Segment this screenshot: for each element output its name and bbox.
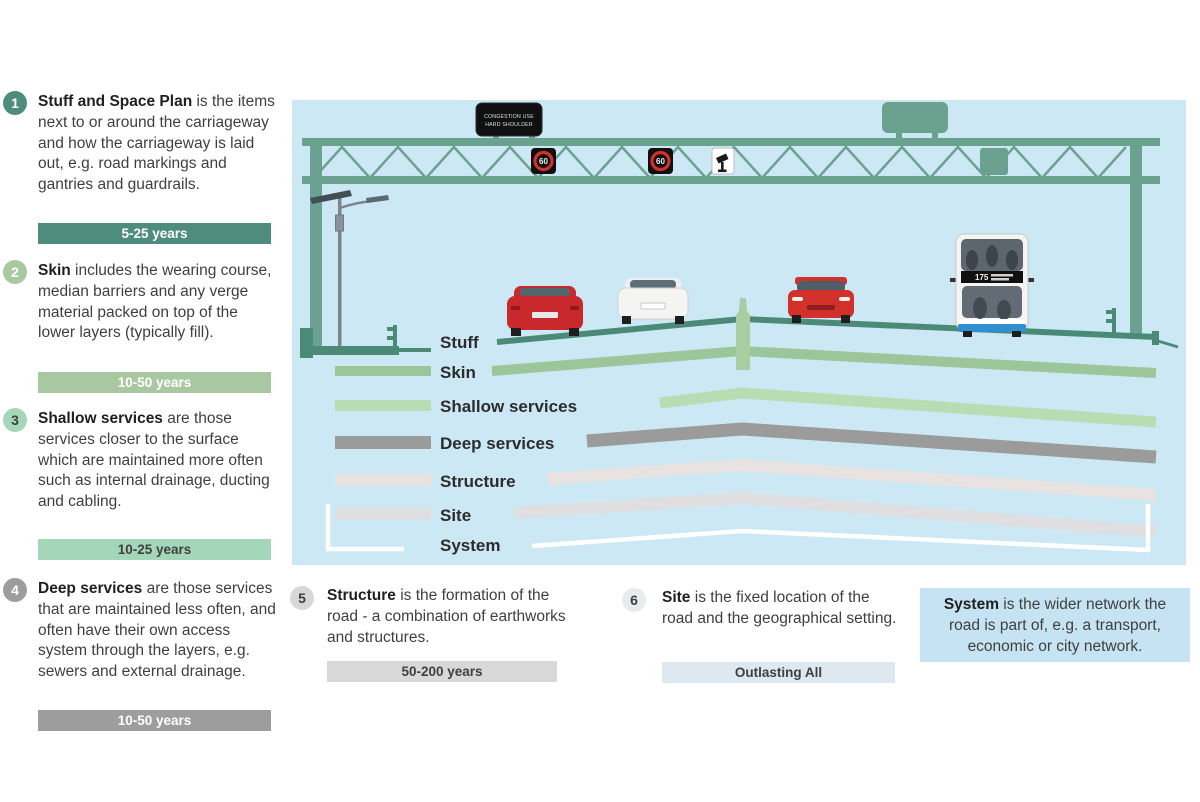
duration-bar: Outlasting All	[662, 662, 895, 683]
blank-sign-large	[882, 102, 948, 138]
item-number-badge: 6	[622, 588, 646, 612]
vms-text-line1: CONGESTION USE	[484, 114, 534, 120]
carriageway-line	[496, 315, 1157, 345]
right-kerb	[1152, 331, 1159, 345]
street-light	[310, 190, 389, 352]
duration-bar: 5-25 years	[38, 223, 271, 244]
lamp-head	[366, 195, 389, 203]
shallow-services-layer-bar	[659, 387, 1157, 428]
guardrail-post	[387, 325, 397, 349]
road-diagram-svg: CONGESTION USE HARD SHOULDER 60 60	[300, 102, 1179, 555]
item-number-badge: 2	[3, 260, 27, 284]
gantry-right-post	[1130, 138, 1142, 336]
site-layer-bar	[513, 491, 1157, 538]
guardrail-post	[1106, 308, 1116, 334]
legend-item-skin: 2 Skin includes the wearing course, medi…	[3, 260, 278, 393]
vms-text-line2: HARD SHOULDER	[485, 122, 533, 128]
rear-window	[520, 288, 570, 298]
road-cross-section-panel: CONGESTION USE HARD SHOULDER 60 60	[292, 100, 1186, 565]
duration-bar: 10-50 years	[38, 710, 271, 731]
license-plate	[532, 312, 558, 318]
destination-display	[961, 271, 1023, 283]
layer-label-system: System	[440, 536, 500, 555]
deep-services-layer-bar	[586, 422, 1157, 464]
blank-sign-small	[980, 148, 1008, 175]
system-note-text: System is the wider network the road is …	[943, 595, 1167, 655]
speed-camera-sign	[711, 147, 735, 175]
skin-swatch	[335, 366, 431, 376]
median-post	[736, 298, 750, 370]
speed-limit-value: 60	[656, 157, 665, 166]
legend-item-deep-services: 4 Deep services are those services that …	[3, 578, 278, 731]
duration-bar: 10-25 years	[38, 539, 271, 560]
layer-label-structure: Structure	[440, 472, 516, 491]
rear-window	[630, 280, 676, 289]
item-description: Skin includes the wearing course, median…	[38, 262, 272, 342]
headlight	[792, 297, 803, 301]
site-swatch	[335, 508, 431, 520]
skin-layer-bar	[491, 345, 1157, 378]
structure-swatch	[335, 474, 431, 486]
double-decker-bus: 175	[950, 233, 1034, 337]
structure-layer-bar	[546, 458, 1157, 501]
layer-label-shallow-services: Shallow services	[440, 397, 577, 416]
item-number-badge: 3	[3, 408, 27, 432]
speed-limit-sign: 60	[531, 148, 556, 174]
item-description: Stuff and Space Plan is the items next t…	[38, 93, 275, 194]
item-description: Structure is the formation of the road -…	[327, 587, 566, 646]
speed-limit-value: 60	[539, 157, 548, 166]
solar-panel	[310, 190, 352, 204]
legend-item-stuff-and-space-plan: 1 Stuff and Space Plan is the items next…	[3, 91, 278, 244]
lower-windshield	[962, 286, 1022, 318]
layer-swatches	[335, 366, 431, 520]
layer-label-deep-services: Deep services	[440, 434, 554, 453]
layer-label-site: Site	[440, 506, 471, 525]
shallow-services-swatch	[335, 400, 431, 411]
left-kerb	[300, 328, 313, 358]
license-plate	[640, 302, 666, 310]
system-note-box: System is the wider network the road is …	[920, 588, 1190, 662]
bus-route-number: 175	[975, 273, 989, 282]
vms-sign: CONGESTION USE HARD SHOULDER	[475, 102, 543, 141]
headlight	[839, 297, 850, 301]
item-number-badge: 1	[3, 91, 27, 115]
item-description: Deep services are those services that ar…	[38, 580, 276, 681]
speed-limit-sign: 60	[648, 148, 673, 174]
system-left-bracket	[325, 504, 404, 552]
deep-services-swatch	[335, 436, 431, 449]
item-description: Shallow services are those services clos…	[38, 410, 270, 511]
bus-skirt	[958, 324, 1026, 332]
legend-item-structure: 5 Structure is the formation of the road…	[290, 586, 610, 682]
car-white-rear	[617, 278, 689, 324]
grille	[807, 305, 835, 310]
layer-label-skin: Skin	[440, 363, 476, 382]
control-box	[335, 214, 344, 232]
legend-item-shallow-services: 3 Shallow services are those services cl…	[3, 408, 278, 560]
duration-bar: 50-200 years	[327, 661, 557, 682]
layer-labels: Stuff Skin Shallow services Deep service…	[440, 333, 577, 555]
legend-item-site: 6 Site is the fixed location of the road…	[622, 588, 902, 683]
duration-bar: 10-50 years	[38, 372, 271, 393]
gantry-left-post	[310, 138, 322, 354]
car-red-rear	[507, 286, 583, 336]
item-description: Site is the fixed location of the road a…	[662, 589, 897, 627]
camera-icon	[716, 153, 729, 164]
layer-bars	[325, 345, 1157, 553]
item-number-badge: 4	[3, 578, 27, 602]
item-number-badge: 5	[290, 586, 314, 610]
layer-label-stuff: Stuff	[440, 333, 479, 352]
system-layer-line	[531, 504, 1151, 553]
car-red-front	[788, 277, 854, 323]
